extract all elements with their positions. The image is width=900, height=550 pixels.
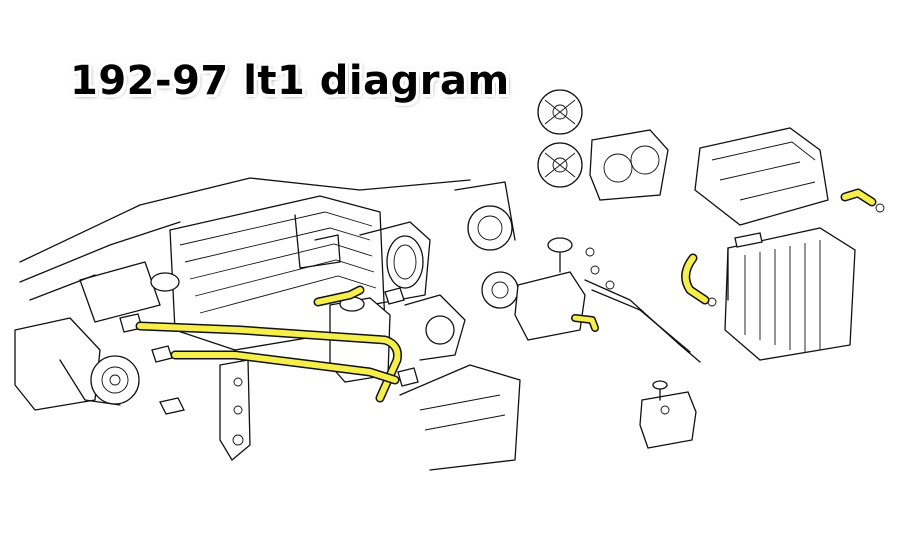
fasteners-right xyxy=(585,203,885,415)
radiator xyxy=(724,227,856,361)
overflow-bottle xyxy=(639,380,697,449)
surge-tank xyxy=(514,237,701,363)
cooling-fans xyxy=(537,89,583,188)
diagram-title: 192-97 lt1 diagram xyxy=(70,58,510,104)
highlighted-coolant-hoses-right xyxy=(571,188,877,332)
engine-bay-illustration xyxy=(14,177,521,471)
air-deflector xyxy=(694,127,829,226)
highlighted-coolant-hoses-left xyxy=(135,285,402,403)
fan-shroud xyxy=(589,129,669,201)
